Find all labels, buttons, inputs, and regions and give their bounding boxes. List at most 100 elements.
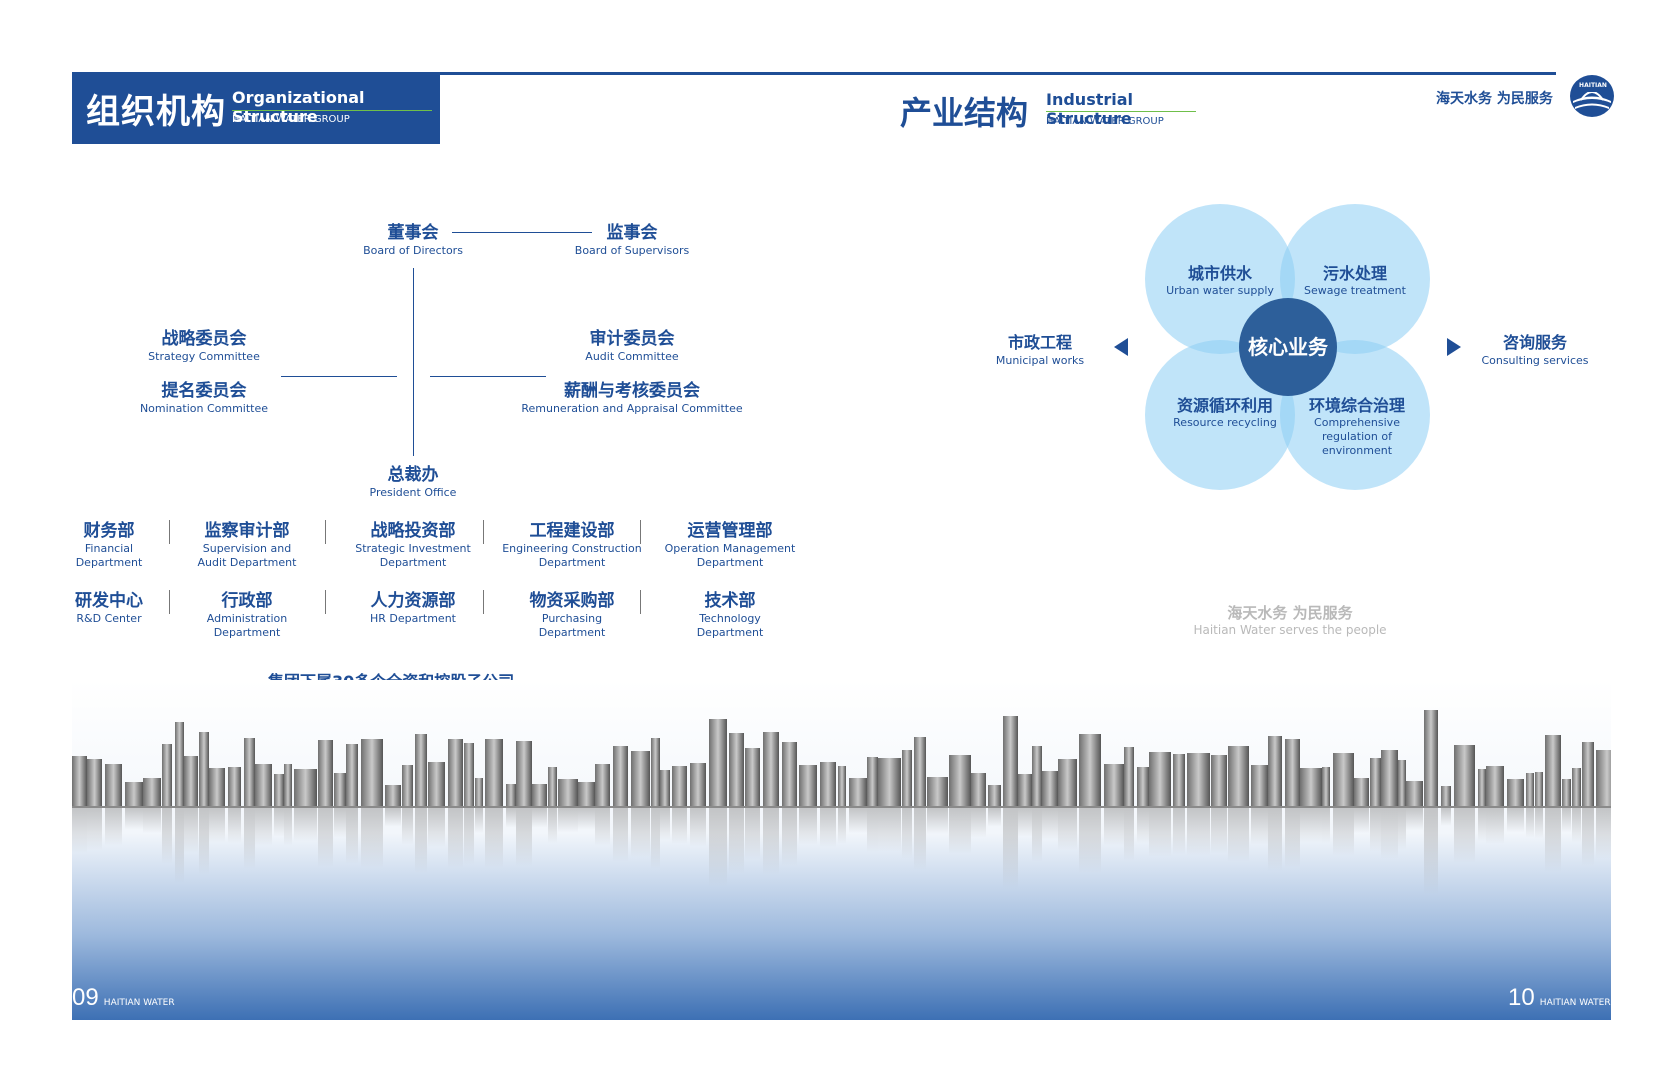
- building-silhouette: [1406, 781, 1423, 806]
- building-reflection: [87, 808, 102, 851]
- dept-separator: [169, 520, 170, 544]
- strategy-committee: 战略委员会 Strategy Committee: [148, 329, 260, 363]
- president-office: 总裁办 President Office: [369, 465, 457, 499]
- building-reflection: [1173, 808, 1185, 855]
- building-silhouette: [1268, 736, 1282, 806]
- building-silhouette: [184, 756, 198, 806]
- building-reflection: [1333, 808, 1354, 856]
- building-reflection: [1478, 808, 1486, 842]
- building-silhouette: [1251, 765, 1268, 806]
- building-silhouette: [709, 719, 727, 806]
- left-committee-connector: [281, 376, 397, 377]
- building-silhouette: [1124, 747, 1134, 806]
- arrow-left-icon: [1114, 338, 1128, 356]
- building-reflection: [228, 808, 241, 844]
- building-reflection: [1300, 808, 1322, 843]
- building-silhouette: [763, 732, 779, 806]
- building-silhouette: [1042, 771, 1058, 806]
- building-reflection: [709, 808, 727, 887]
- dept-technology: 技术部 Technology Department: [696, 591, 764, 639]
- building-reflection: [1441, 808, 1451, 826]
- building-silhouette: [318, 740, 333, 806]
- building-silhouette: [209, 768, 225, 806]
- building-reflection: [838, 808, 846, 844]
- building-reflection: [1582, 808, 1594, 866]
- right-committee-connector: [430, 376, 546, 377]
- dept-operation-management: 运营管理部 Operation Management Department: [664, 521, 796, 569]
- building-silhouette: [729, 733, 744, 806]
- building-silhouette: [516, 741, 532, 806]
- building-reflection: [125, 808, 143, 830]
- dept-separator: [640, 520, 641, 544]
- building-reflection: [558, 808, 578, 833]
- building-silhouette: [1032, 746, 1042, 806]
- industry-title-cn: 产业结构: [900, 94, 1029, 132]
- building-silhouette: [1018, 774, 1032, 806]
- building-reflection: [105, 808, 122, 846]
- building-silhouette: [199, 732, 209, 806]
- resource-label: 资源循环利用 Resource recycling: [1173, 396, 1277, 429]
- page-number-left: 09 HAITIAN WATER: [72, 984, 175, 1011]
- building-silhouette: [1478, 769, 1486, 806]
- building-silhouette: [1441, 786, 1451, 806]
- building-silhouette: [849, 778, 867, 806]
- building-silhouette: [651, 738, 660, 806]
- building-silhouette: [745, 748, 760, 806]
- building-silhouette: [660, 770, 670, 806]
- building-silhouette: [143, 778, 161, 806]
- dept-supervision-audit: 监察审计部 Supervision and Audit Department: [197, 521, 297, 569]
- building-reflection: [1424, 808, 1438, 895]
- building-silhouette: [485, 739, 503, 806]
- org-subtitle: HAITIAN WATER GROUP: [232, 114, 350, 125]
- building-silhouette: [162, 744, 172, 806]
- building-silhouette: [1535, 772, 1543, 806]
- building-reflection: [729, 808, 744, 874]
- building-reflection: [949, 808, 971, 854]
- building-reflection: [464, 808, 474, 865]
- building-reflection: [867, 808, 878, 853]
- building-silhouette: [1228, 746, 1249, 806]
- building-silhouette: [346, 744, 358, 806]
- building-reflection: [516, 808, 532, 867]
- dept-purchasing: 物资采购部 Purchasing Department: [529, 591, 615, 639]
- building-silhouette: [448, 739, 463, 806]
- building-silhouette: [284, 764, 292, 806]
- building-reflection: [1354, 808, 1369, 834]
- building-silhouette: [175, 722, 184, 806]
- header-rule: [1046, 111, 1196, 112]
- building-silhouette: [1300, 768, 1322, 806]
- building-silhouette: [949, 755, 971, 806]
- building-silhouette: [1322, 767, 1330, 806]
- building-reflection: [1211, 808, 1227, 854]
- building-reflection: [402, 808, 413, 845]
- city-skyline-image: [72, 680, 1611, 1020]
- dept-hr: 人力资源部 HR Department: [370, 591, 456, 625]
- building-silhouette: [595, 764, 610, 806]
- building-reflection: [1486, 808, 1504, 844]
- remuneration-committee: 薪酬与考核委员会 Remuneration and Appraisal Comm…: [521, 381, 743, 415]
- building-reflection: [318, 808, 333, 868]
- building-reflection: [415, 808, 427, 873]
- building-silhouette: [1526, 773, 1534, 806]
- building-silhouette: [838, 766, 846, 806]
- dept-separator: [483, 590, 484, 614]
- building-reflection: [255, 808, 272, 846]
- building-reflection: [902, 808, 912, 859]
- consulting-services: 咨询服务 Consulting services: [1481, 333, 1589, 367]
- building-reflection: [782, 808, 797, 866]
- building-reflection: [763, 808, 779, 875]
- building-silhouette: [878, 758, 901, 806]
- building-silhouette: [1596, 750, 1611, 806]
- dept-separator: [169, 590, 170, 614]
- building-reflection: [1398, 808, 1406, 850]
- building-reflection: [428, 808, 445, 848]
- building-silhouette: [1285, 739, 1300, 806]
- page-number-right: 10 HAITIAN WATER: [1508, 984, 1611, 1011]
- building-silhouette: [255, 764, 272, 806]
- building-reflection: [1370, 808, 1381, 852]
- building-silhouette: [971, 773, 986, 806]
- building-silhouette: [1149, 752, 1171, 806]
- building-silhouette: [244, 738, 255, 806]
- building-reflection: [334, 808, 346, 838]
- haitian-logo-icon: [1570, 75, 1614, 117]
